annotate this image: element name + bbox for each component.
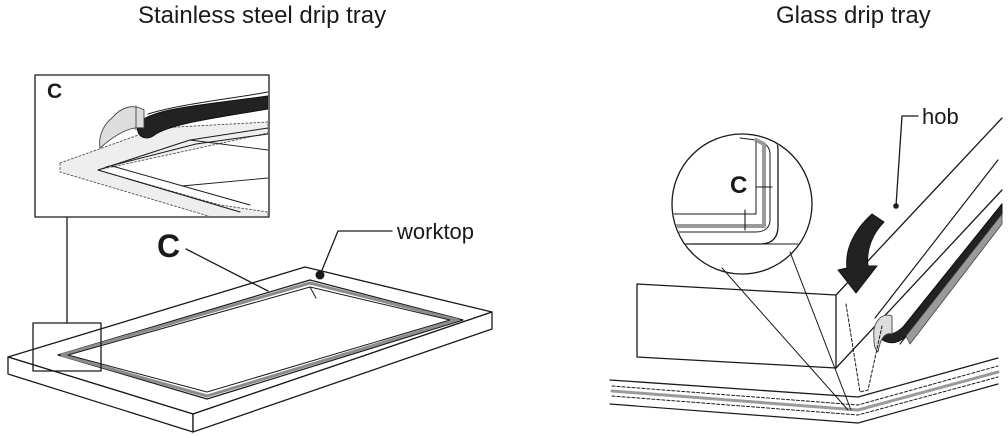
worktop-marker-dot [315, 270, 325, 280]
worktop-slab [7, 266, 493, 433]
leader-lines-right [721, 115, 919, 411]
worktop-layers [609, 357, 1000, 424]
hob-edge-seal [873, 203, 1003, 353]
drip-tray-seal [57, 279, 464, 400]
label-c-detail-circle: C [730, 172, 748, 199]
detail-circle-c [671, 133, 813, 275]
label-hob: hob [922, 104, 959, 129]
title-stainless-steel-drip-tray: Stainless steel drip tray [138, 2, 387, 29]
title-glass-drip-tray: Glass drip tray [776, 2, 931, 29]
seal-dashed-path [845, 303, 883, 393]
hob-marker-dot [893, 203, 899, 209]
label-worktop: worktop [397, 219, 475, 244]
label-c-seal: C [157, 228, 181, 264]
arrow-down-icon [837, 213, 885, 294]
label-c-detail-inset: C [47, 80, 63, 103]
detail-inset-c [34, 74, 270, 218]
leader-lines-left [185, 230, 393, 292]
